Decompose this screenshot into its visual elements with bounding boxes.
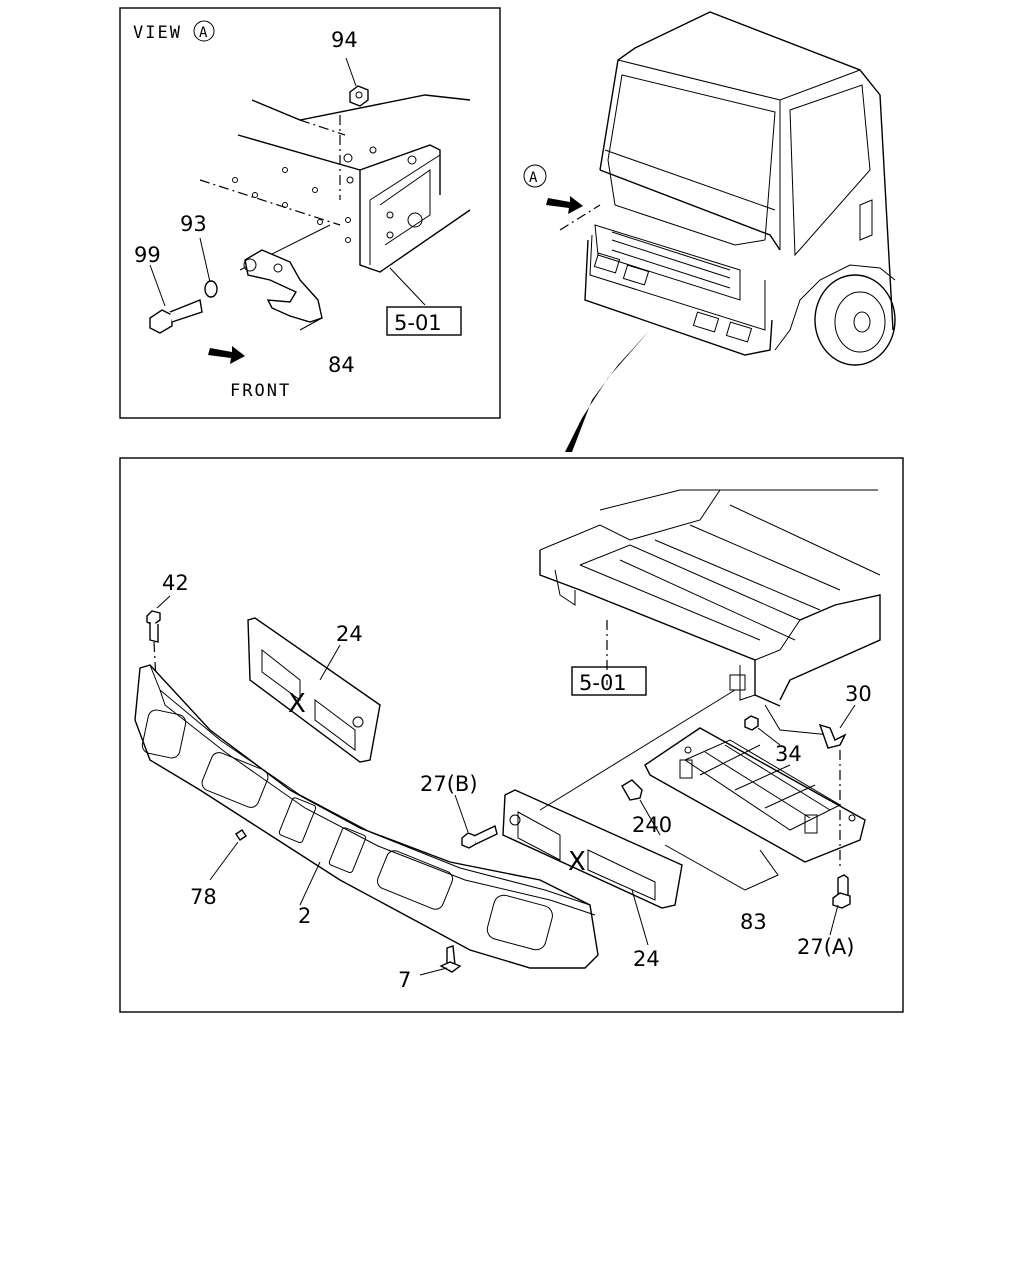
view-a-inset: VIEW A: [119, 7, 501, 419]
callout-27b: 27(B): [420, 772, 478, 796]
ref-box-label: 5-01: [394, 311, 442, 335]
main-frame: [119, 457, 904, 1013]
view-circle-letter: A: [199, 25, 208, 41]
callout-24-left: 24: [336, 622, 363, 646]
front-label: FRONT: [230, 381, 291, 401]
bracket-24-left-icon: X: [247, 617, 381, 763]
clip-78-icon: [235, 829, 247, 841]
callout-83: 83: [740, 910, 767, 934]
bolt-42-icon: [146, 595, 171, 681]
callout-42: 42: [162, 571, 189, 595]
ref-box-5-01-main: [571, 666, 647, 696]
bumper-drawing: [134, 664, 599, 969]
marker-a-circle-icon: [523, 164, 547, 188]
callout-34: 34: [775, 742, 802, 766]
ref-box-label-main: 5-01: [579, 671, 627, 695]
marker-arrow-icon: [546, 196, 583, 214]
callout-94: 94: [331, 28, 358, 52]
bolt-27b-icon: [454, 794, 498, 849]
view-circle-icon: [193, 20, 215, 42]
skid-plate-icon: [644, 727, 866, 863]
marker-a-letter: A: [529, 170, 538, 186]
chassis-frame-drawing: [539, 489, 881, 736]
clip-240-icon: [621, 779, 643, 801]
nut-34-icon: [744, 715, 759, 731]
callout-30: 30: [845, 682, 872, 706]
ref-box-5-01: [386, 306, 462, 336]
washer-93-icon: [199, 237, 218, 298]
bolt-27a-icon: [829, 874, 851, 936]
tow-hook-icon: [243, 249, 323, 323]
svg-text:X: X: [568, 847, 586, 877]
nut-94-icon: [345, 57, 369, 107]
callout-27a: 27(A): [797, 935, 854, 959]
callout-84: 84: [328, 353, 355, 377]
callout-2: 2: [298, 904, 311, 928]
inset-frame: [119, 7, 501, 419]
callout-99: 99: [134, 243, 161, 267]
callout-24-right: 24: [633, 947, 660, 971]
frame-rail-drawing: [199, 94, 471, 273]
callout-240: 240: [632, 813, 672, 837]
bolt-7-icon: [419, 945, 462, 976]
bolt-99-icon: [149, 264, 203, 334]
front-arrow-icon: [208, 346, 245, 364]
bracket-24-right-icon: X: [502, 789, 683, 909]
callout-93: 93: [180, 212, 207, 236]
main-assembly-box: 5-01 X: [119, 457, 904, 1013]
svg-text:X: X: [288, 689, 306, 719]
callout-7: 7: [398, 968, 411, 992]
truck-cab-drawing: A: [523, 11, 896, 366]
callout-78: 78: [190, 885, 217, 909]
bracket-30-icon: [818, 723, 847, 749]
view-title: VIEW: [133, 23, 182, 43]
connector-arrow-icon: [565, 330, 650, 452]
